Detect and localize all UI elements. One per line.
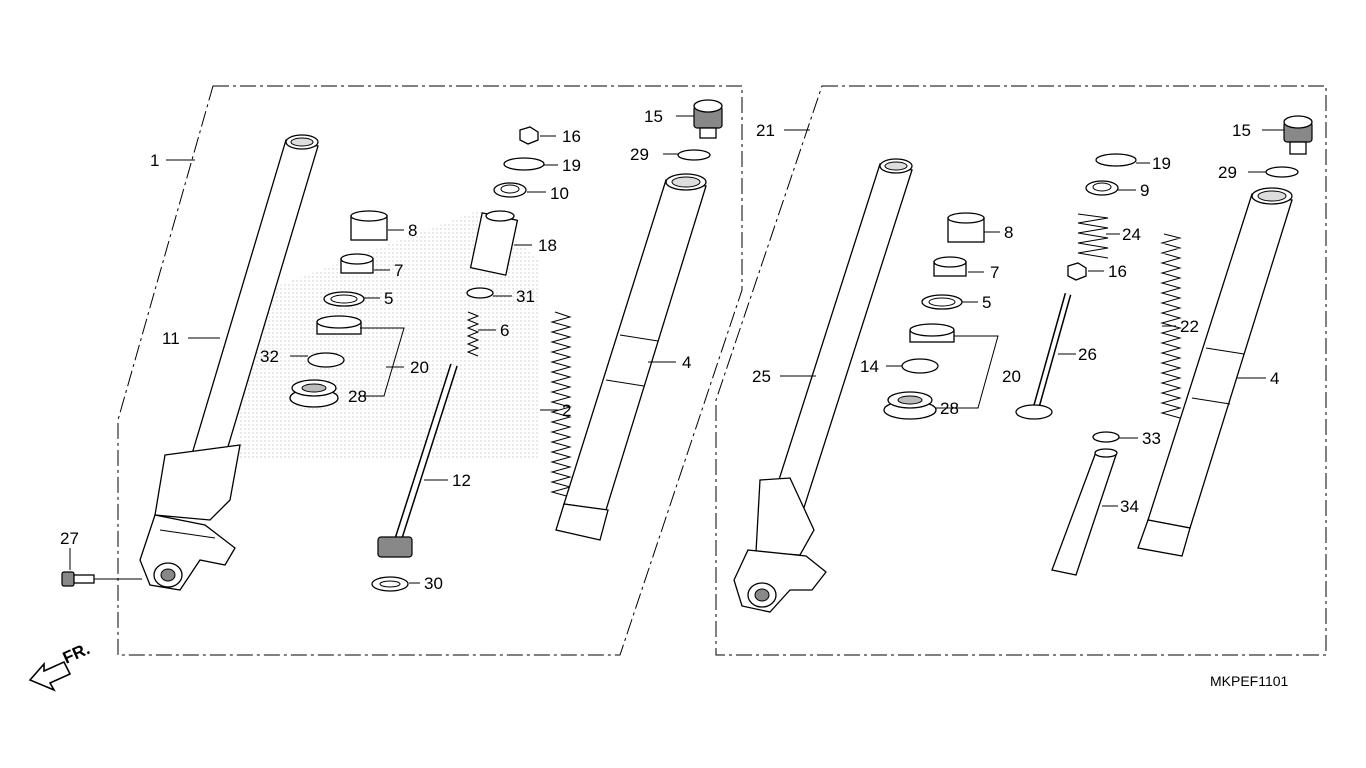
callout-20-right: 20	[1002, 367, 1021, 386]
left-fork-parts	[61, 99, 723, 592]
outer-tube-4-right	[1137, 187, 1293, 557]
right-callouts: 21 25 8 7 5 14 20 28 19 9 24 16 26 22 33…	[752, 121, 1279, 516]
bushing-8-right	[947, 212, 985, 243]
callout-31: 31	[516, 287, 535, 306]
front-direction-arrow: FR.	[28, 639, 93, 692]
callout-26: 26	[1078, 345, 1097, 364]
callout-29: 29	[630, 145, 649, 164]
callout-9: 9	[1140, 181, 1149, 200]
clip-32	[307, 352, 345, 368]
callout-7-right: 7	[990, 263, 999, 282]
callout-28: 28	[348, 387, 367, 406]
dust-seal-28-right	[883, 391, 937, 420]
tube-34	[1051, 448, 1118, 576]
callout-29-right: 29	[1218, 163, 1237, 182]
callout-8: 8	[408, 221, 417, 240]
callout-10: 10	[550, 184, 569, 203]
spring-24	[1077, 213, 1109, 259]
washer-30-inner	[379, 580, 401, 588]
axle-holder-right	[733, 477, 827, 613]
washer-30	[371, 576, 409, 592]
callout-11: 11	[162, 329, 180, 348]
callout-5: 5	[384, 289, 393, 308]
callout-19: 19	[562, 156, 581, 175]
spacer-18	[469, 210, 519, 276]
callout-4-right: 4	[1270, 369, 1279, 388]
callout-22: 22	[1180, 317, 1199, 336]
callout-27: 27	[60, 529, 79, 548]
callout-24: 24	[1122, 225, 1141, 244]
callout-6: 6	[500, 321, 509, 340]
oil-seal-20-right	[909, 323, 955, 343]
ring-31	[466, 287, 494, 299]
washer-5	[323, 291, 365, 307]
nut-16	[519, 126, 539, 145]
axle-holder	[139, 444, 241, 591]
circlip-19	[503, 157, 545, 171]
callout-18: 18	[538, 236, 557, 255]
right-fork-parts	[733, 115, 1313, 613]
bushing-7	[340, 253, 374, 274]
callout-28-right: 28	[940, 399, 959, 418]
spring-6	[466, 311, 480, 357]
washer-5-inner	[330, 294, 358, 304]
callout-12: 12	[452, 471, 471, 490]
right-assembly-frame	[715, 85, 1327, 656]
outer-tube-4	[555, 173, 707, 541]
spring-seat-9-inner	[1092, 182, 1112, 192]
rod-26	[1015, 293, 1072, 420]
callout-32: 32	[260, 347, 279, 366]
callout-20: 20	[410, 358, 429, 377]
o-ring-29-right	[1265, 166, 1299, 178]
callout-14: 14	[860, 357, 879, 376]
circlip-19-right	[1095, 153, 1137, 167]
washer-5-right-inner	[928, 297, 956, 307]
callout-16-right: 16	[1108, 262, 1127, 281]
left-assembly-frame	[117, 85, 743, 656]
callout-19-right: 19	[1152, 154, 1171, 173]
left-callouts: 1 11 8 7 5 32 20 28 16 19 10 18 31 6 12 …	[60, 107, 691, 593]
callout-5-right: 5	[982, 293, 991, 312]
spring-2	[550, 311, 572, 498]
washer-5-right	[921, 294, 963, 310]
callout-7: 7	[394, 261, 403, 280]
ring-33	[1092, 431, 1120, 443]
callout-1: 1	[150, 151, 159, 170]
callout-15-right: 15	[1232, 121, 1251, 140]
nut-16-right	[1067, 262, 1087, 281]
damper-rod-12	[377, 363, 458, 558]
callout-34: 34	[1120, 497, 1139, 516]
left-leader-lines	[69, 115, 694, 584]
callout-2: 2	[562, 401, 571, 420]
direction-label: FR.	[60, 639, 93, 667]
callout-8-right: 8	[1004, 223, 1013, 242]
inner-tube-25	[767, 158, 913, 521]
bushing-8	[350, 210, 388, 241]
callout-16: 16	[562, 127, 581, 146]
bolt	[61, 571, 95, 587]
spring-seat-10-inner	[500, 184, 520, 194]
callout-15: 15	[644, 107, 663, 126]
callout-33: 33	[1142, 429, 1161, 448]
oil-seal-20	[316, 315, 362, 335]
spring-seat-9	[1085, 180, 1119, 196]
diagram-code: MKPEF1101	[1210, 673, 1289, 689]
spring-seat-10	[493, 182, 527, 198]
o-ring-29	[677, 149, 711, 161]
callout-4: 4	[682, 353, 691, 372]
callout-21: 21	[756, 121, 775, 140]
fork-cap-15	[693, 99, 723, 139]
fork-cap-15-right	[1283, 115, 1313, 155]
dust-seal-28	[289, 379, 339, 408]
bushing-7-right	[933, 256, 967, 277]
callout-25: 25	[752, 367, 771, 386]
right-leader-lines	[780, 129, 1284, 507]
callout-30: 30	[424, 574, 443, 593]
clip-14	[901, 358, 939, 374]
